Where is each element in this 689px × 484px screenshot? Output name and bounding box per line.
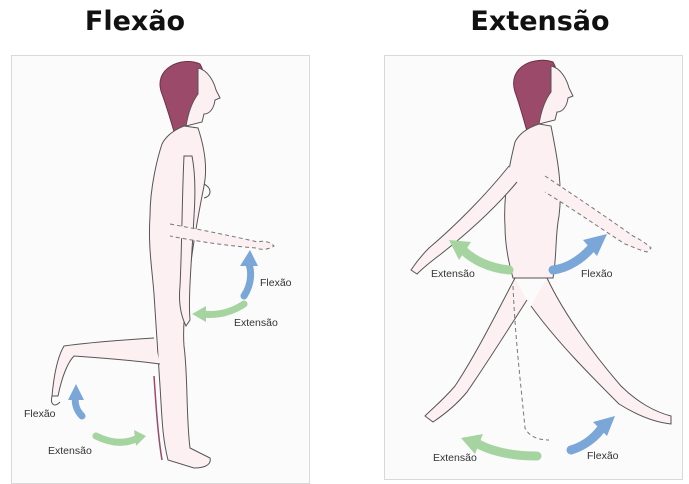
- knee-extension-label: Extensão: [48, 445, 92, 457]
- flexed-leg: [52, 338, 160, 396]
- back-leg: [425, 278, 527, 422]
- foot-flexion-label: Flexão: [587, 450, 619, 462]
- hip-flexion-label: Flexão: [581, 268, 613, 280]
- hip-flexion-arrow: [553, 234, 607, 270]
- hip-flexion-arrow: [240, 250, 258, 296]
- flexion-illustration: [12, 56, 309, 483]
- back-arm: [411, 166, 517, 274]
- hip-extension-label: Extensão: [234, 317, 278, 329]
- extension-illustration: [385, 56, 682, 479]
- flexion-title: Flexão: [60, 6, 210, 37]
- front-leg: [531, 278, 671, 424]
- knee-flexion-arrow: [68, 384, 84, 416]
- extension-panel: Extensão Flexão Extensão Flexão: [384, 55, 683, 480]
- knee-extension-arrow: [96, 430, 146, 446]
- flexion-panel: Flexão Extensão Flexão Extensão: [11, 55, 310, 484]
- knee-flexion-label: Flexão: [24, 408, 56, 420]
- foot-extension-label: Extensão: [433, 452, 477, 464]
- body: [505, 124, 561, 278]
- hip-extension-arrow: [449, 240, 509, 270]
- extension-title: Extensão: [455, 6, 625, 37]
- foot-flexion-arrow: [571, 416, 615, 450]
- hip-extension-label: Extensão: [431, 268, 475, 280]
- hip-flexion-label: Flexão: [260, 277, 292, 289]
